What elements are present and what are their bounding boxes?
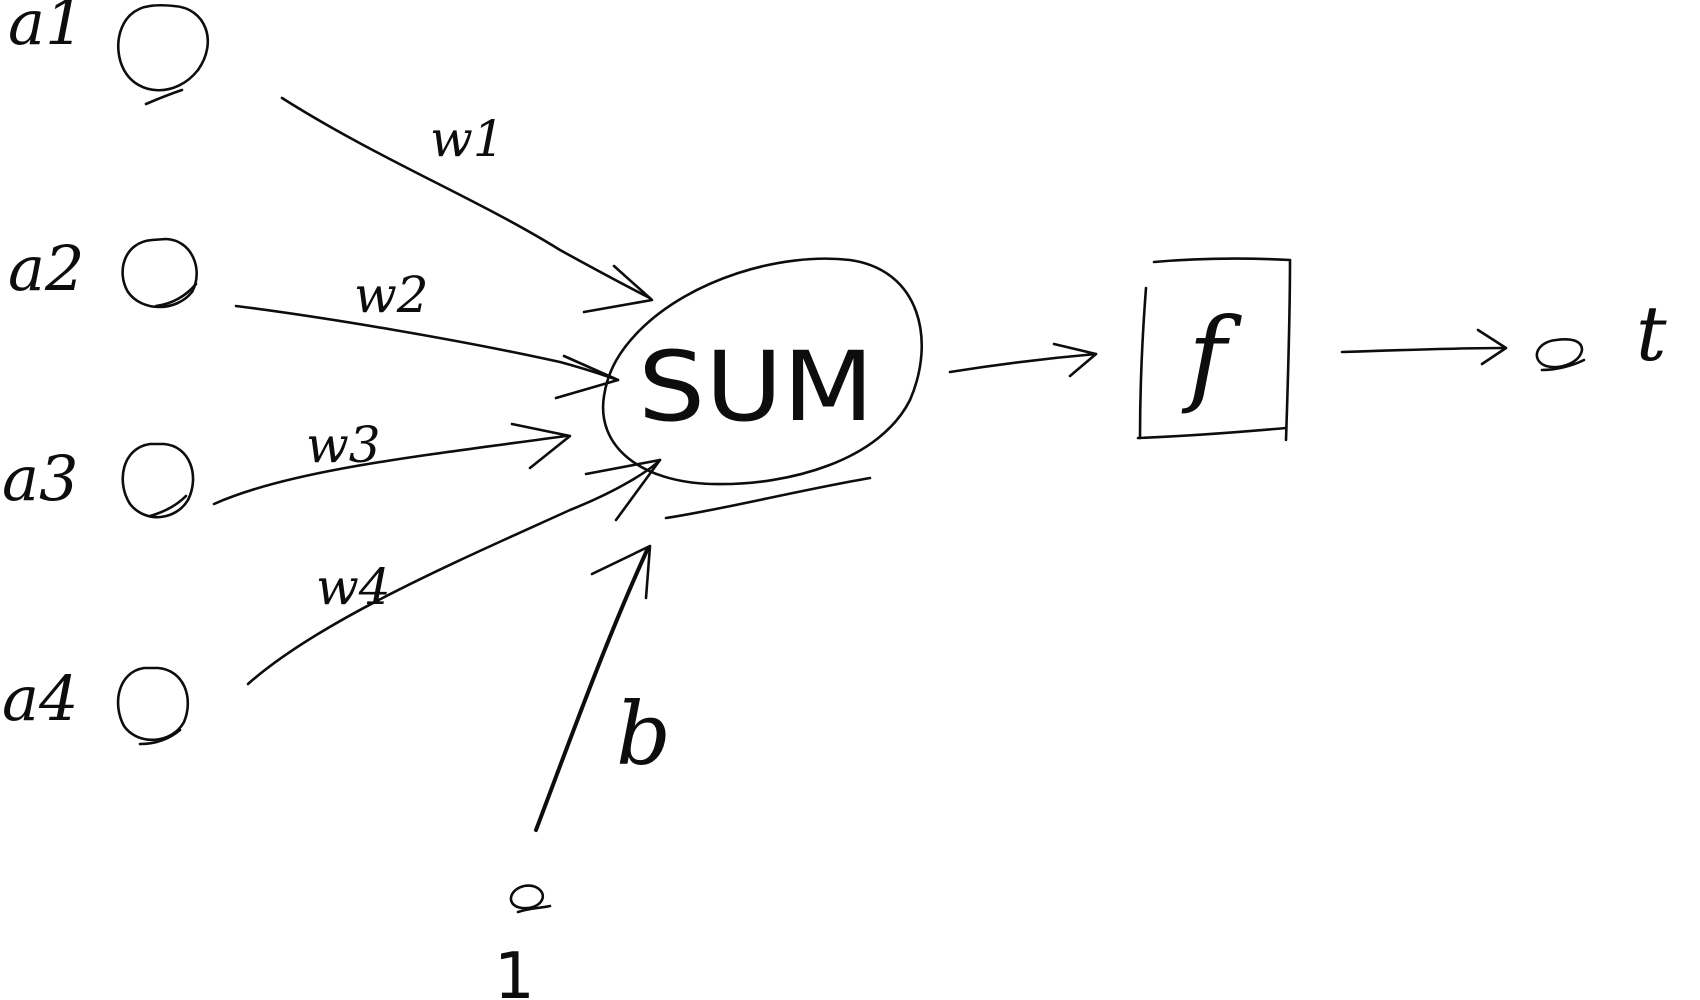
output-label: t xyxy=(1636,289,1667,378)
input-label-a2: a2 xyxy=(8,232,84,305)
activation-box xyxy=(1136,257,1292,442)
bias-label: b xyxy=(616,685,671,785)
bias-edge xyxy=(534,544,652,832)
input-node-a4 xyxy=(116,666,190,746)
bias-input-node xyxy=(509,884,552,914)
sum-node xyxy=(601,257,923,520)
input-node-a2 xyxy=(121,237,198,309)
output-node xyxy=(1535,338,1586,372)
weight-label-w2: w2 xyxy=(354,266,429,324)
weight-label-w1: w1 xyxy=(430,110,505,168)
input-node-a3 xyxy=(121,442,195,519)
input-label-a1: a1 xyxy=(8,0,84,59)
bias-input-value: 1 xyxy=(494,940,535,1000)
input-label-a4: a4 xyxy=(2,662,78,735)
weight-label-w4: w4 xyxy=(316,558,391,616)
edge-activation-to-output xyxy=(1340,328,1508,366)
input-node-a1 xyxy=(116,3,210,106)
edge-a4-to-sum xyxy=(246,458,662,686)
edge-a2-to-sum xyxy=(234,304,620,400)
edge-a3-to-sum xyxy=(212,422,572,506)
edge-sum-to-activation xyxy=(948,342,1098,378)
weight-label-w3: w3 xyxy=(306,416,381,474)
sum-node-label: SUM xyxy=(638,331,874,443)
activation-label: f xyxy=(1181,295,1242,417)
edge-a1-to-sum xyxy=(280,96,654,314)
input-label-a3: a3 xyxy=(2,442,78,515)
